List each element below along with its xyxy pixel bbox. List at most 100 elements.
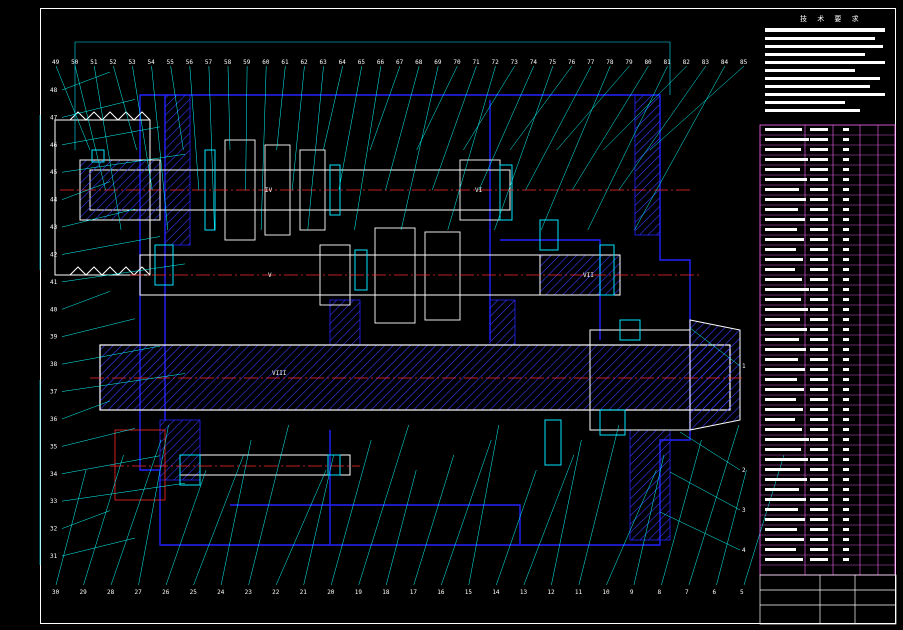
table-cell	[810, 128, 828, 131]
callout-number: 52	[109, 59, 117, 66]
callout-number: 82	[683, 59, 691, 66]
table-cell	[810, 548, 828, 551]
leader-line	[113, 65, 137, 151]
callout-number: 84	[721, 59, 729, 66]
leader-line	[110, 439, 162, 586]
leader-line	[494, 65, 554, 231]
callout-number: 43	[50, 224, 58, 231]
callout-number: 1	[742, 363, 746, 370]
gears	[224, 139, 501, 324]
table-cell	[843, 228, 849, 231]
table-cell	[810, 248, 828, 251]
table-cell	[810, 228, 828, 231]
table-cell	[765, 168, 800, 171]
table-cell	[810, 348, 828, 351]
leader-line	[61, 537, 136, 557]
table-cell	[765, 288, 809, 291]
table-cell	[843, 188, 849, 191]
leader-line	[618, 65, 706, 191]
leader-line	[61, 208, 136, 228]
callout-number: 65	[358, 59, 366, 66]
callout-number: 80	[644, 59, 652, 66]
callout-number: 12	[547, 589, 555, 596]
callout-number: 58	[224, 59, 232, 66]
table-cell	[843, 328, 849, 331]
table-cell	[810, 468, 828, 471]
callout-number: 34	[50, 471, 58, 478]
leader-line	[551, 439, 582, 586]
callout-number: 39	[50, 334, 58, 341]
table-cell	[765, 518, 805, 521]
table-cell	[843, 238, 849, 241]
table-cell	[843, 448, 849, 451]
table-cell	[765, 508, 798, 511]
callout-number: 26	[162, 589, 170, 596]
table-cell	[765, 338, 799, 341]
table-cell	[810, 408, 828, 411]
leader-line	[307, 65, 324, 231]
table-cell	[765, 298, 801, 301]
callout-number: 33	[50, 498, 58, 505]
callout-number: 73	[511, 59, 519, 66]
leader-line	[385, 65, 420, 191]
leader-line	[61, 99, 136, 118]
table-cell	[810, 308, 828, 311]
table-cell	[765, 358, 798, 361]
table-cell	[810, 518, 828, 521]
table-cell	[843, 398, 849, 401]
table-cell	[765, 128, 802, 131]
callout-number: 3	[742, 507, 746, 514]
table-cell	[843, 148, 849, 151]
leader-line	[61, 510, 111, 529]
callout-number: 81	[664, 59, 672, 66]
leader-line	[61, 345, 161, 365]
leader-line	[633, 454, 665, 586]
leader-line	[208, 65, 215, 231]
leader-line	[416, 65, 458, 151]
table-cell	[843, 218, 849, 221]
leader-line	[509, 65, 573, 151]
table-cell	[810, 358, 828, 361]
table-cell	[843, 478, 849, 481]
leader-line	[578, 424, 620, 586]
leader-line	[193, 454, 244, 586]
table-cell	[810, 438, 828, 441]
table-cell	[810, 268, 828, 271]
table-cell	[810, 458, 828, 461]
table-cell	[843, 248, 849, 251]
table-cell	[810, 168, 828, 171]
leader-line	[659, 511, 741, 551]
callout-number: 14	[492, 589, 500, 596]
callout-number: 36	[50, 416, 58, 423]
leader-line	[323, 65, 343, 151]
table-cell	[765, 528, 797, 531]
table-cell	[765, 148, 801, 151]
table-cell	[843, 288, 849, 291]
table-cell	[843, 388, 849, 391]
table-cell	[765, 398, 796, 401]
callout-number: 2	[742, 467, 746, 474]
table-cell	[843, 418, 849, 421]
leader-line	[743, 454, 785, 586]
parts-list-table	[759, 124, 896, 576]
callout-number: 37	[50, 389, 58, 396]
leader-line	[132, 65, 153, 191]
table-cell	[810, 178, 828, 181]
leader-line	[496, 469, 537, 586]
title-block	[759, 574, 897, 625]
table-cell	[765, 418, 795, 421]
callout-number: 6	[712, 589, 716, 596]
table-cell	[765, 208, 798, 211]
leader-line	[61, 291, 111, 310]
table-cell	[810, 288, 828, 291]
table-cell	[810, 508, 828, 511]
callout-number: 7	[685, 589, 689, 596]
callout-number: 42	[50, 251, 58, 258]
table-cell	[843, 518, 849, 521]
callout-number: 27	[135, 589, 143, 596]
callout-number: 76	[568, 59, 576, 66]
table-cell	[843, 318, 849, 321]
callout-number: 9	[630, 589, 634, 596]
